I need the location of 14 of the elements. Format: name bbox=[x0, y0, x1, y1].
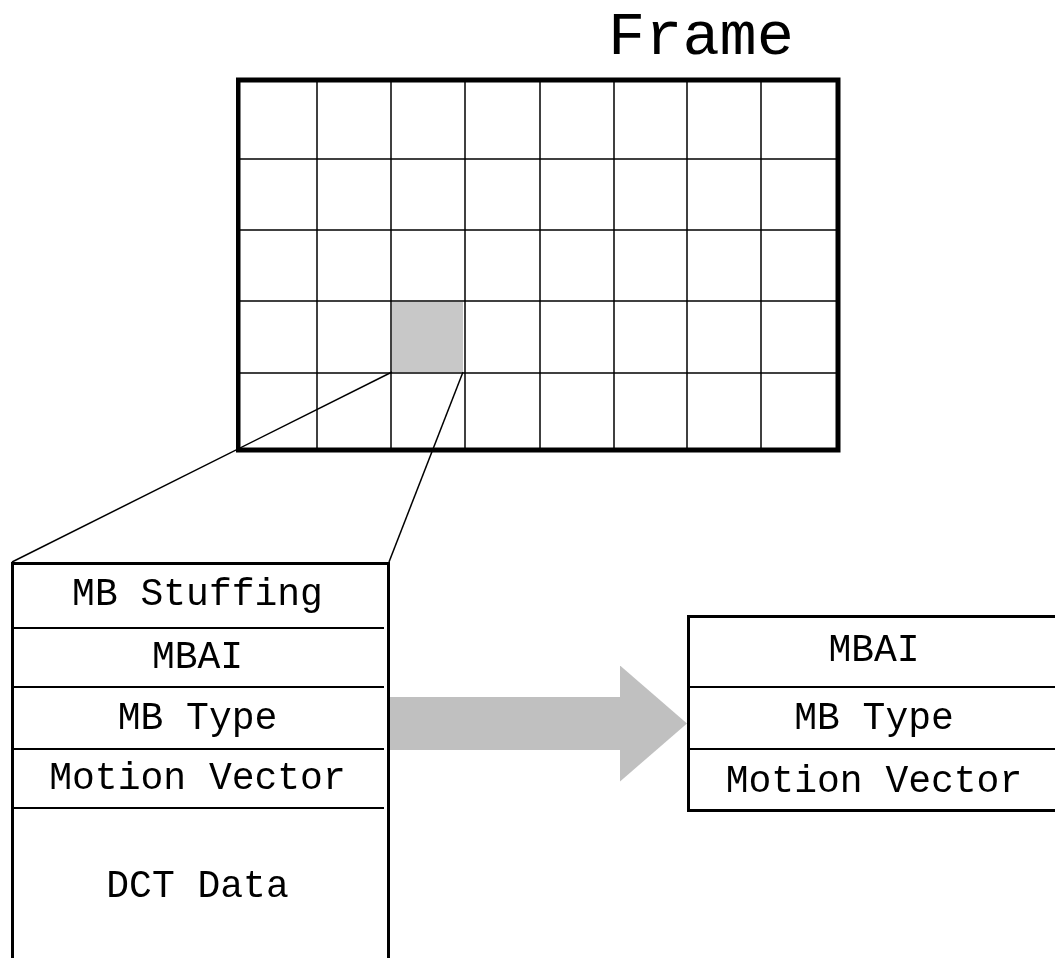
leader-line bbox=[388, 371, 464, 563]
frame-title: Frame bbox=[608, 2, 795, 73]
macroblock-field-stack bbox=[11, 562, 390, 958]
macroblock-field-stack bbox=[687, 615, 1055, 812]
field-name: MBAI bbox=[828, 629, 920, 672]
field-name: Motion Vector bbox=[725, 759, 1023, 803]
field-name: Motion Vector bbox=[49, 757, 346, 800]
block-arrow bbox=[390, 665, 687, 782]
field-name: MB Stuffing bbox=[72, 573, 323, 616]
field-name: DCT Data bbox=[106, 865, 289, 908]
field-name: MB Type bbox=[794, 696, 954, 740]
field-name: MB Type bbox=[117, 696, 278, 740]
field-name: MBAI bbox=[151, 636, 244, 679]
macroblock-cell bbox=[392, 302, 463, 372]
